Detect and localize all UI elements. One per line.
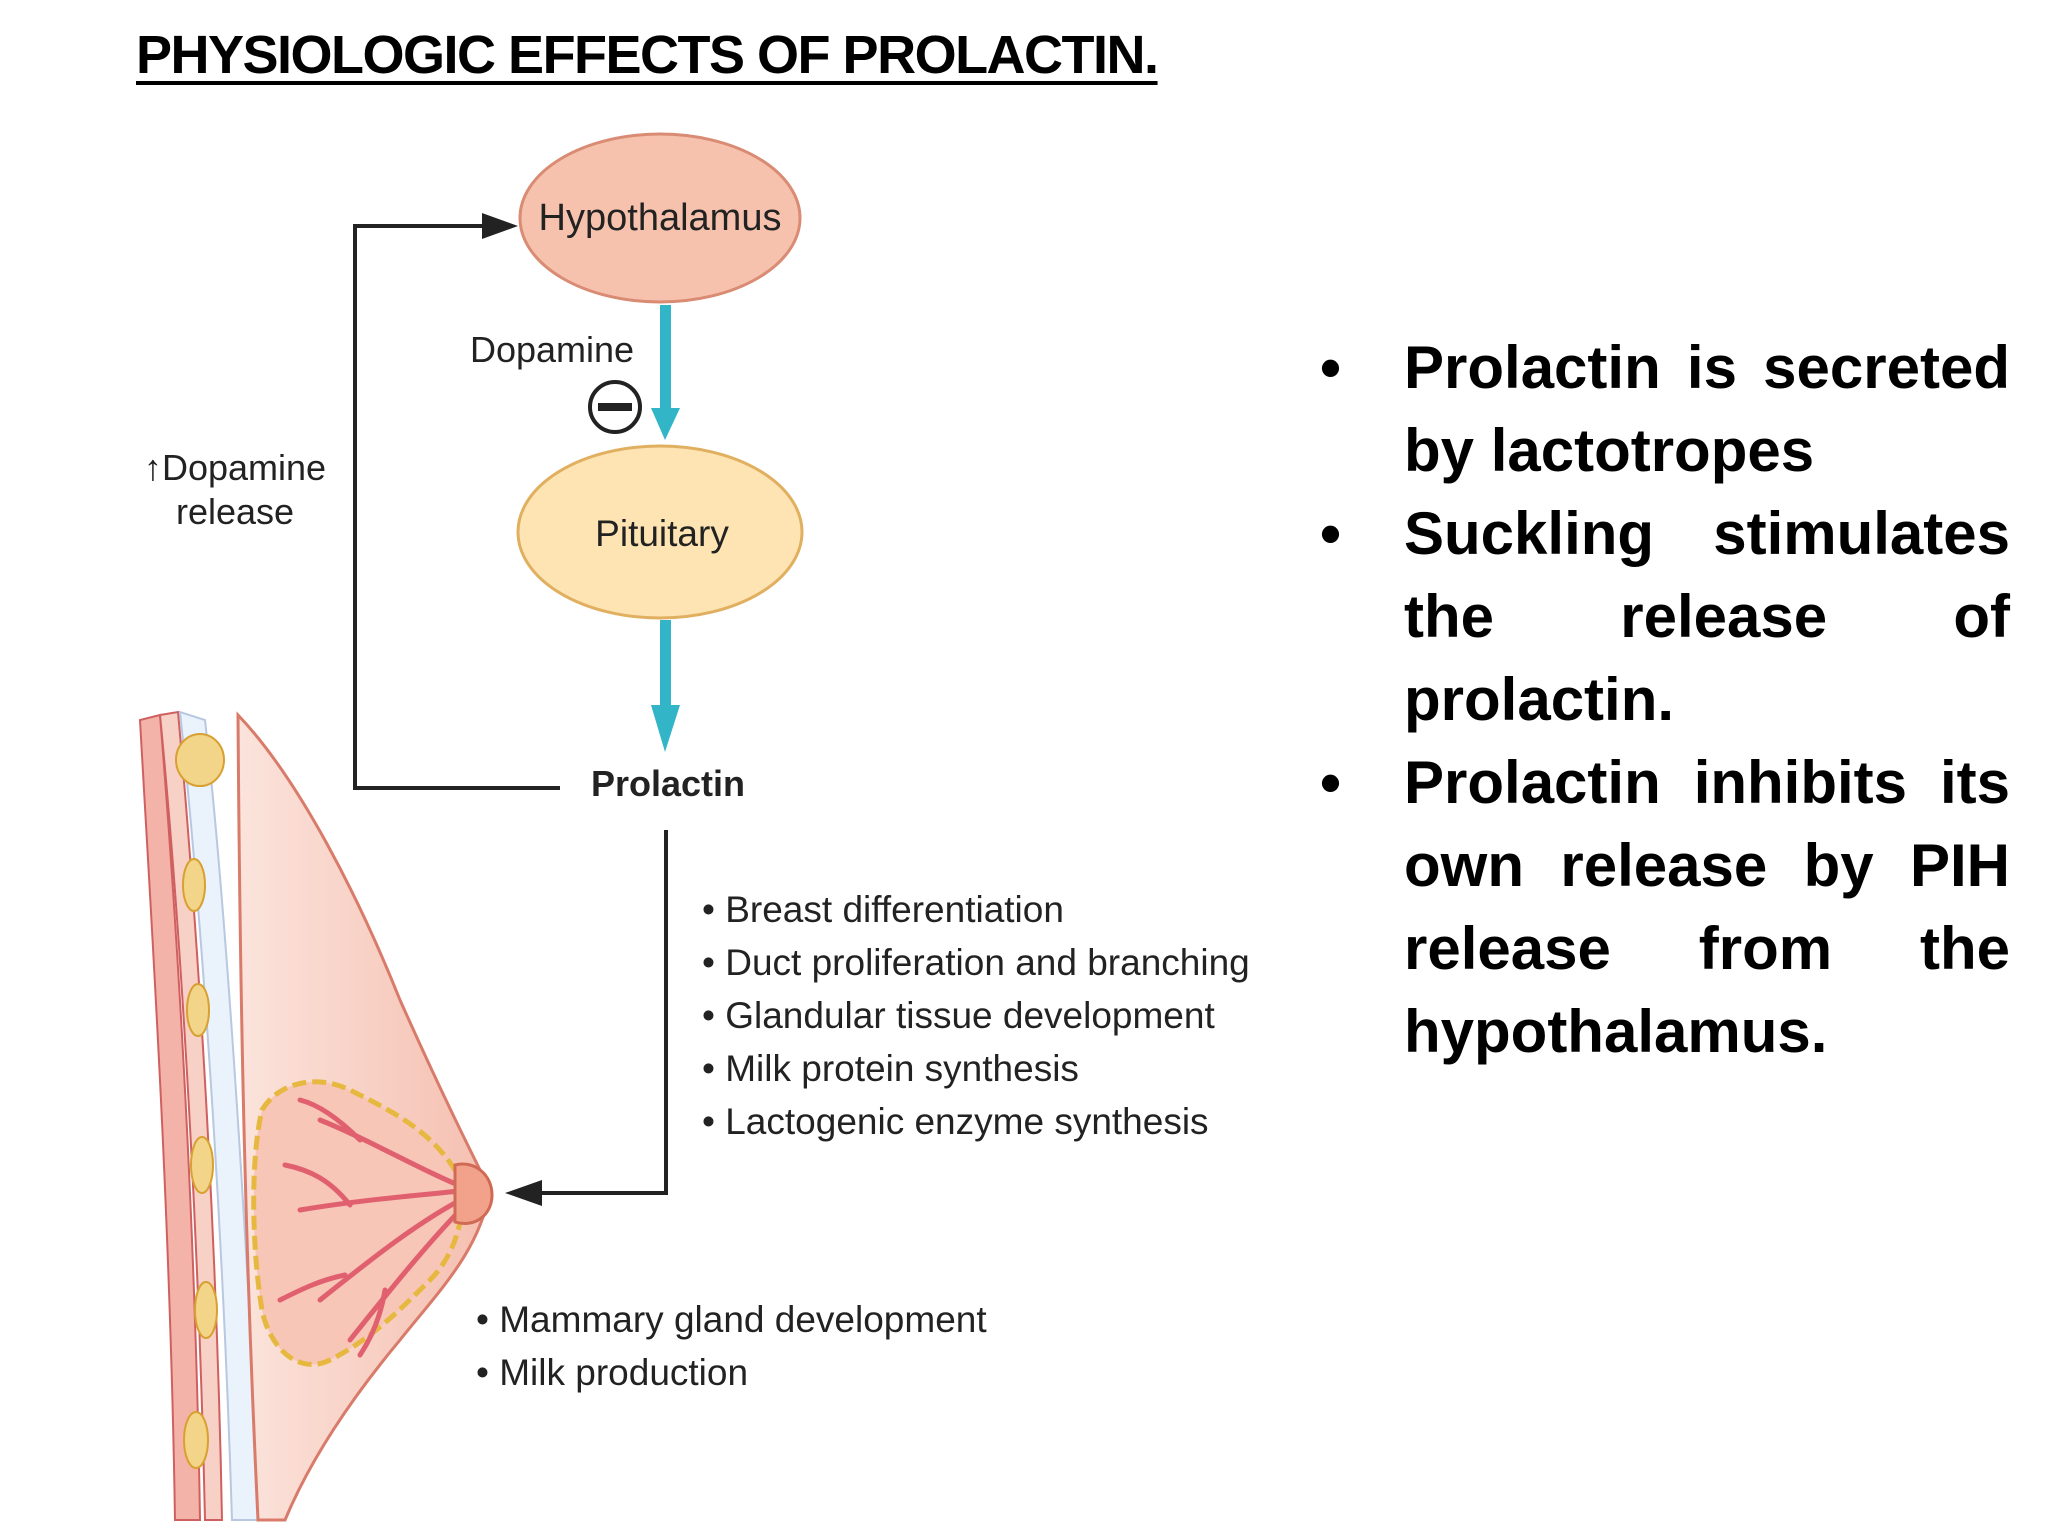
prolactin-feedback-diagram: Hypothalamus Dopamine Pituitary Prolacti… xyxy=(138,132,1250,1522)
prolactin-to-breast-arrow xyxy=(505,830,668,1206)
key-points-list: Prolactin is secreted by lactotropes Suc… xyxy=(1320,326,2010,1073)
milk-ducts xyxy=(277,1097,473,1358)
effects-list: • Breast differentiation • Duct prolifer… xyxy=(702,889,1250,1142)
key-point-item: Suckling stimulates the release of prola… xyxy=(1320,492,2010,741)
feedback-loop-arrow xyxy=(353,213,560,790)
slide-title: PHYSIOLOGIC EFFECTS OF PROLACTIN. xyxy=(136,25,1159,85)
key-point-item: Prolactin inhibits its own release by PI… xyxy=(1320,741,2010,1073)
effect-item: • Lactogenic enzyme synthesis xyxy=(702,1101,1209,1142)
hypothalamus-node xyxy=(518,132,802,304)
key-point-item: Prolactin is secreted by lactotropes xyxy=(1320,326,2010,492)
prolactin-release-arrow xyxy=(651,620,680,752)
pituitary-node xyxy=(516,444,804,620)
effect-item: • Milk protein synthesis xyxy=(702,1048,1079,1089)
outcome-item: • Mammary gland development xyxy=(476,1299,987,1340)
dopamine-release-label-line1: ↑Dopamine xyxy=(144,447,326,488)
dopamine-arrow xyxy=(651,305,680,440)
pituitary-label: Pituitary xyxy=(595,513,729,554)
effect-item: • Glandular tissue development xyxy=(702,995,1215,1036)
rib-nodules xyxy=(175,733,225,1469)
effect-item: • Breast differentiation xyxy=(702,889,1064,930)
effect-item: • Duct proliferation and branching xyxy=(702,942,1250,983)
dopamine-label: Dopamine xyxy=(470,329,634,370)
hypothalamus-label: Hypothalamus xyxy=(539,197,782,239)
breast-illustration xyxy=(138,710,494,1522)
outcome-item: • Milk production xyxy=(476,1352,748,1393)
dopamine-release-label-line2: release xyxy=(176,491,294,532)
inhibition-minus-icon xyxy=(588,380,642,434)
outcomes-list: • Mammary gland development • Milk produ… xyxy=(476,1299,987,1393)
prolactin-label: Prolactin xyxy=(591,763,745,804)
